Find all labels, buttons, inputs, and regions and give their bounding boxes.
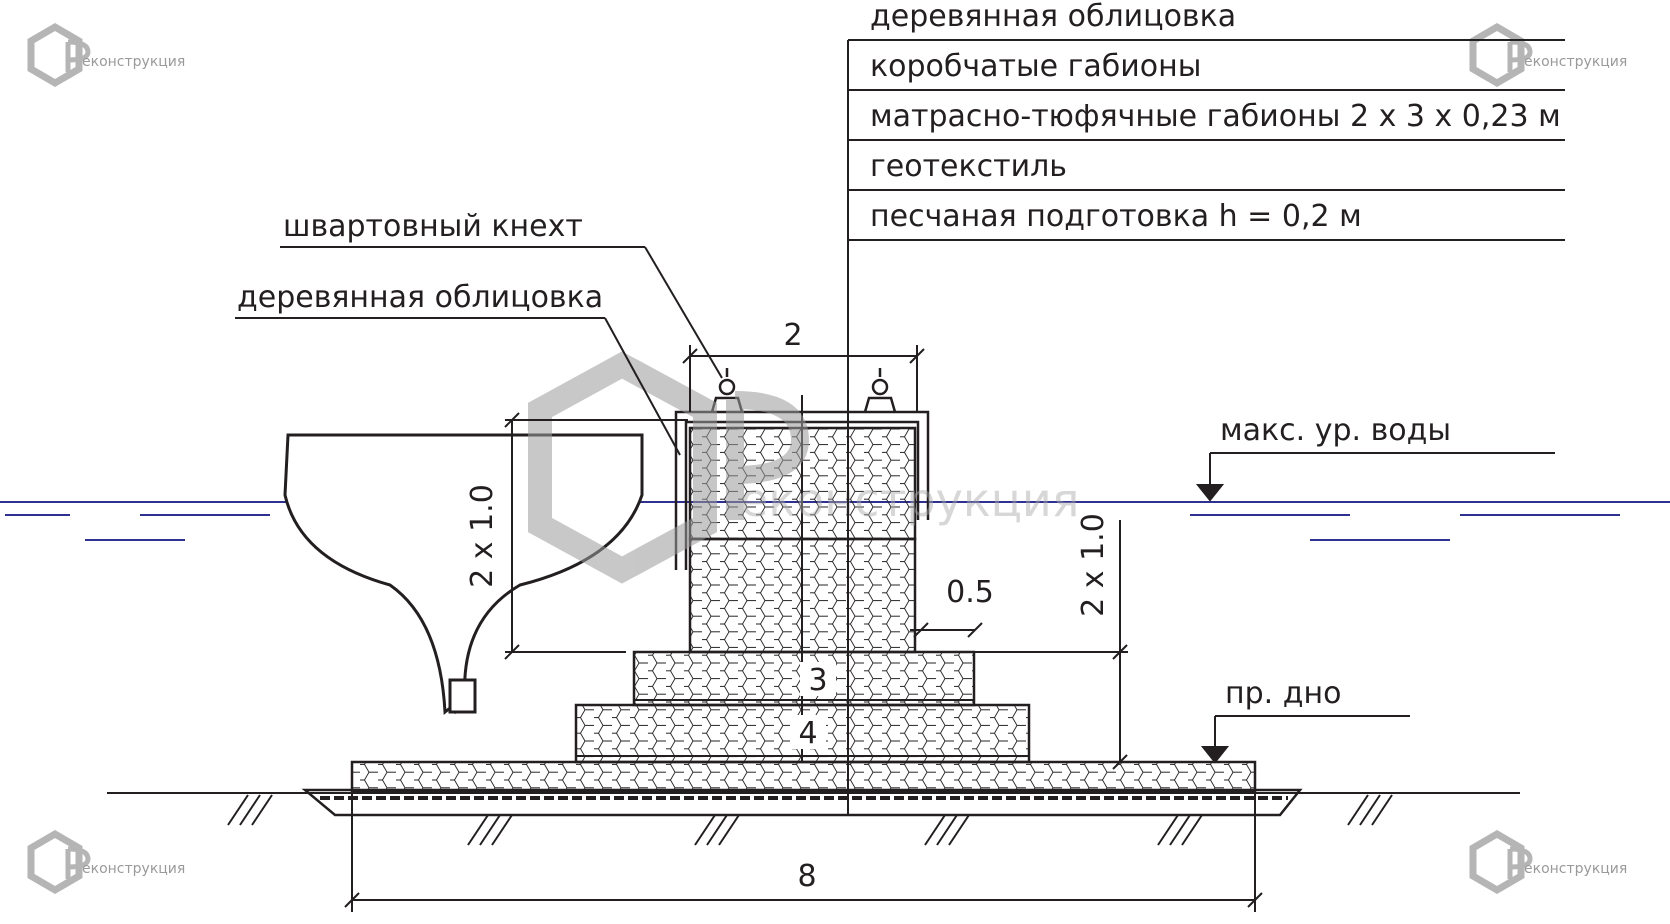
watermark-bottom-left: еконструкция — [27, 829, 185, 895]
hexagon-logo-icon — [528, 351, 717, 584]
callout-timber-facing — [235, 317, 681, 456]
callout-max-water-level-label: макс. ур. воды — [1220, 413, 1451, 448]
legend-item-box-gabions: коробчатые габионы — [870, 49, 1201, 84]
dimension-top-width — [682, 345, 925, 412]
mattress-gabion — [350, 760, 1257, 794]
r-logo-icon — [1507, 39, 1533, 72]
watermark-top-right: еконструкция — [1469, 22, 1627, 88]
dimension-right-height-label: 2 х 1.0 — [1076, 513, 1111, 617]
ground-hatch — [227, 794, 1393, 846]
dimension-base — [344, 792, 1263, 912]
watermark-center: еконструкция — [528, 351, 1079, 584]
bollard-icon — [871, 378, 889, 396]
legend-item-sand-bedding: песчаная подготовка h = 0,2 м — [870, 199, 1362, 234]
dimension-left-height-label: 2 х 1.0 — [465, 484, 500, 588]
watermark-text: еконструкция — [82, 54, 185, 70]
tier-3-label: 3 — [808, 663, 827, 698]
r-logo-icon — [1507, 846, 1533, 879]
callout-bottom-label: пр. дно — [1225, 676, 1341, 711]
callout-max-water-level — [1195, 452, 1555, 502]
bollard-icon — [718, 378, 736, 396]
boat-keel — [448, 678, 477, 714]
hexagon-logo-icon — [27, 829, 83, 895]
callout-bollard-label: швартовный кнехт — [283, 209, 583, 244]
bollard-right — [863, 368, 897, 413]
tier-4-label: 4 — [798, 716, 817, 751]
watermark-text: еконструкция — [740, 473, 1079, 527]
watermark-bottom-right: еконструкция — [1469, 829, 1627, 895]
r-logo-icon — [726, 391, 810, 520]
r-logo-icon — [65, 846, 91, 879]
tier-4-label-bg — [790, 715, 826, 749]
tier-3-label-bg — [800, 662, 836, 696]
legend-item-timber-facing: деревянная облицовка — [870, 0, 1236, 34]
dimension-right-height — [975, 520, 1128, 770]
dimension-base-label: 8 — [797, 859, 816, 894]
hexagon-logo-icon — [1469, 829, 1525, 895]
dimension-step — [910, 622, 983, 638]
dimension-top-width-label: 2 — [783, 318, 802, 353]
r-logo-icon — [65, 39, 91, 72]
legend-item-mattress-gabions: матрасно-тюфячные габионы 2 х 3 х 0,23 м — [870, 99, 1561, 134]
legend-table: деревянная облицовка коробчатые габионы … — [847, 0, 1565, 815]
dimension-step-label: 0.5 — [946, 575, 994, 610]
hexagon-logo-icon — [27, 22, 83, 88]
watermark-text: еконструкция — [1524, 54, 1627, 70]
watermark-text: еконструкция — [82, 861, 185, 877]
dimension-left-height — [504, 412, 688, 660]
boat-hull — [283, 433, 644, 715]
hexagon-logo-icon — [1469, 22, 1525, 88]
watermark-top-left: еконструкция — [27, 22, 185, 88]
legend-item-geotextile: геотекстиль — [870, 149, 1067, 184]
watermark-text: еконструкция — [1524, 861, 1627, 877]
callout-timber-facing-label: деревянная облицовка — [237, 280, 603, 315]
callout-bottom — [1200, 715, 1410, 764]
